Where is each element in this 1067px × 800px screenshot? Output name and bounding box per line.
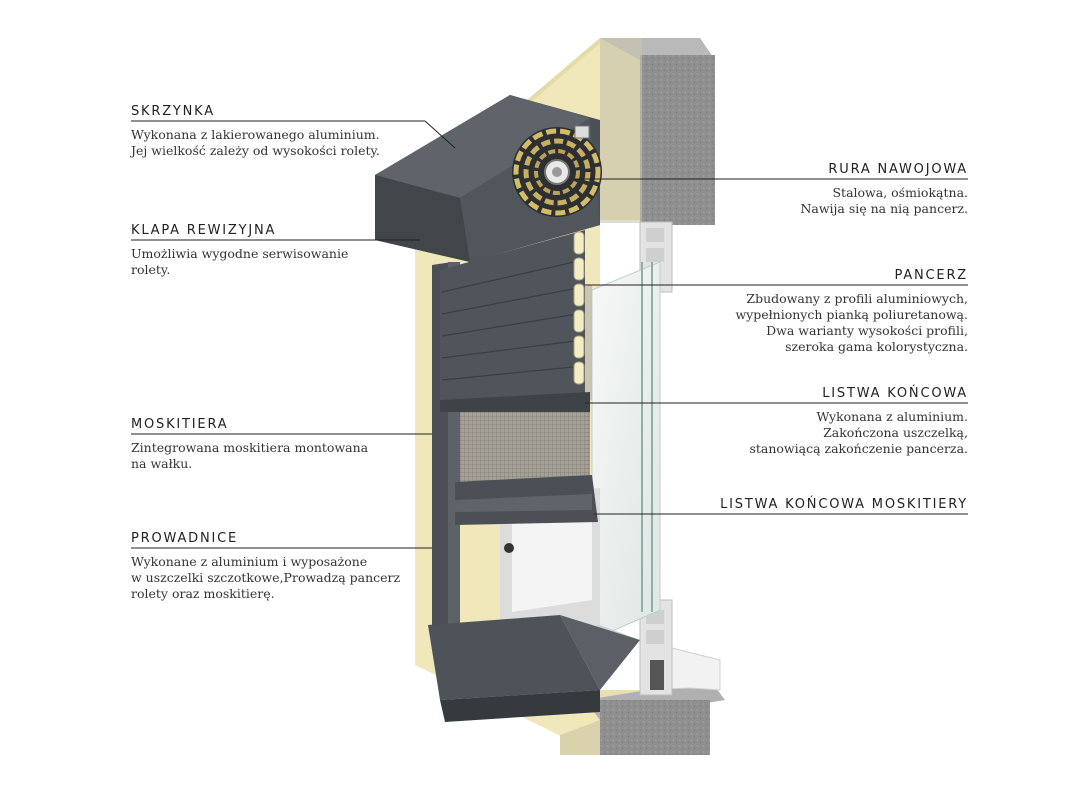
annotation-title: PANCERZ xyxy=(894,268,968,283)
annotation-line: Wykonana z lakierowanego aluminium. xyxy=(131,127,380,142)
annotation-title: PROWADNICE xyxy=(131,531,239,546)
concrete-wall-bottom xyxy=(560,680,725,755)
annotation-title: KLAPA REWIZYJNA xyxy=(131,223,277,238)
annotation-line: na wałku. xyxy=(131,456,193,471)
mosquito-net-end-bar xyxy=(455,475,598,525)
concrete-wall-top xyxy=(600,38,715,225)
annotation-text: Umożliwia wygodne serwisowanie rolety. xyxy=(131,246,421,278)
annotation-rura-nawojowa: RURA NAWOJOWA Stalowa, ośmiokątna. Nawij… xyxy=(648,162,968,217)
annotation-line: w uszczelki szczotkowe,Prowadzą pancerz xyxy=(131,570,401,585)
annotation-line: Jej wielkość zależy od wysokości rolety. xyxy=(131,143,380,158)
annotation-line: Zbudowany z profili aluminiowych, xyxy=(746,291,968,306)
annotation-line: Wykonane z aluminium i wyposażone xyxy=(131,554,368,569)
annotation-text: Zintegrowana moskitiera montowana na wał… xyxy=(131,440,421,472)
annotation-listwa-koncowa: LISTWA KOŃCOWA Wykonana z aluminium. Zak… xyxy=(648,386,968,457)
annotation-line: wypełnionych pianką poliuretanową. xyxy=(735,307,968,322)
annotation-line: Zakończona uszczelką, xyxy=(823,425,968,440)
annotation-line: szeroka gama kolorystyczna. xyxy=(785,339,968,354)
annotation-text: Wykonane z aluminium i wyposażone w uszc… xyxy=(131,554,421,602)
annotation-line: Umożliwia wygodne serwisowanie xyxy=(131,246,349,261)
annotation-line: Nawija się na nią pancerz. xyxy=(800,201,968,216)
annotation-title: RURA NAWOJOWA xyxy=(828,162,968,177)
shutter-curtain xyxy=(440,230,590,412)
outer-window-sill xyxy=(428,615,640,722)
annotation-klapa-rewizyjna: KLAPA REWIZYJNA Umożliwia wygodne serwis… xyxy=(131,223,421,278)
annotation-line: rolety oraz moskitierę. xyxy=(131,586,275,601)
annotation-pancerz: PANCERZ Zbudowany z profili aluminiowych… xyxy=(648,268,968,355)
annotation-line: Stalowa, ośmiokątna. xyxy=(832,185,968,200)
roller-tube xyxy=(512,125,602,217)
annotation-line: stanowiącą zakończenie pancerza. xyxy=(749,441,968,456)
annotation-title: LISTWA KOŃCOWA MOSKITIERY xyxy=(720,497,968,512)
annotation-title: SKRZYNKA xyxy=(131,104,215,119)
annotation-text: Zbudowany z profili aluminiowych, wypełn… xyxy=(648,291,968,355)
annotation-prowadnice: PROWADNICE Wykonane z aluminium i wyposa… xyxy=(131,531,421,602)
annotation-line: rolety. xyxy=(131,262,171,277)
annotation-line: Zintegrowana moskitiera montowana xyxy=(131,440,369,455)
annotation-title: LISTWA KOŃCOWA xyxy=(822,386,968,401)
annotation-text: Stalowa, ośmiokątna. Nawija się na nią p… xyxy=(648,185,968,217)
annotation-text: Wykonana z lakierowanego aluminium. Jej … xyxy=(131,127,421,159)
annotation-skrzynka: SKRZYNKA Wykonana z lakierowanego alumin… xyxy=(131,104,421,159)
annotation-title: MOSKITIERA xyxy=(131,417,229,432)
annotation-line: Wykonana z aluminium. xyxy=(816,409,968,424)
annotation-line: Dwa warianty wysokości profili, xyxy=(766,323,968,338)
annotation-listwa-koncowa-moskitiery: LISTWA KOŃCOWA MOSKITIERY xyxy=(648,497,968,520)
annotation-text: Wykonana z aluminium. Zakończona uszczel… xyxy=(648,409,968,457)
glass-pane xyxy=(591,261,661,641)
annotation-moskitiera: MOSKITIERA Zintegrowana moskitiera monto… xyxy=(131,417,421,472)
leader-lines xyxy=(131,120,968,549)
